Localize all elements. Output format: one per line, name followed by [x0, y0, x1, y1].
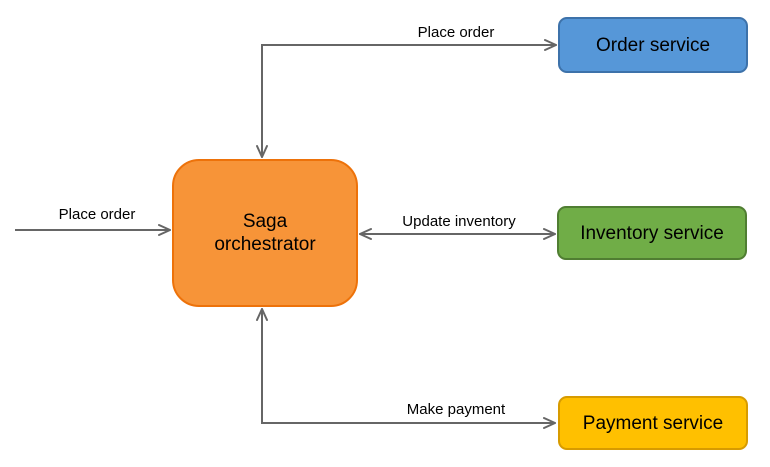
inventory-service-node: Inventory service [557, 206, 747, 260]
payment-service-node: Payment service [558, 396, 748, 450]
edge-label-make-payment: Make payment [406, 401, 506, 418]
saga-orchestrator-label: Saga orchestrator [214, 210, 315, 256]
edge-orchestrator-to-order-service [262, 45, 556, 157]
edge-label-client-place-order: Place order [58, 206, 136, 223]
payment-service-label: Payment service [582, 412, 724, 434]
saga-orchestrator-label-line1: Saga [242, 211, 288, 232]
saga-orchestrator-node: Saga orchestrator [172, 159, 358, 307]
inventory-service-label: Inventory service [580, 222, 724, 244]
order-service-label: Order service [595, 34, 711, 56]
order-service-node: Order service [558, 17, 748, 73]
edge-label-place-order: Place order [417, 24, 495, 41]
edge-label-update-inventory: Update inventory [402, 213, 516, 230]
edge-orchestrator-to-payment-service [262, 309, 555, 423]
saga-orchestrator-label-line2: orchestrator [214, 234, 316, 255]
